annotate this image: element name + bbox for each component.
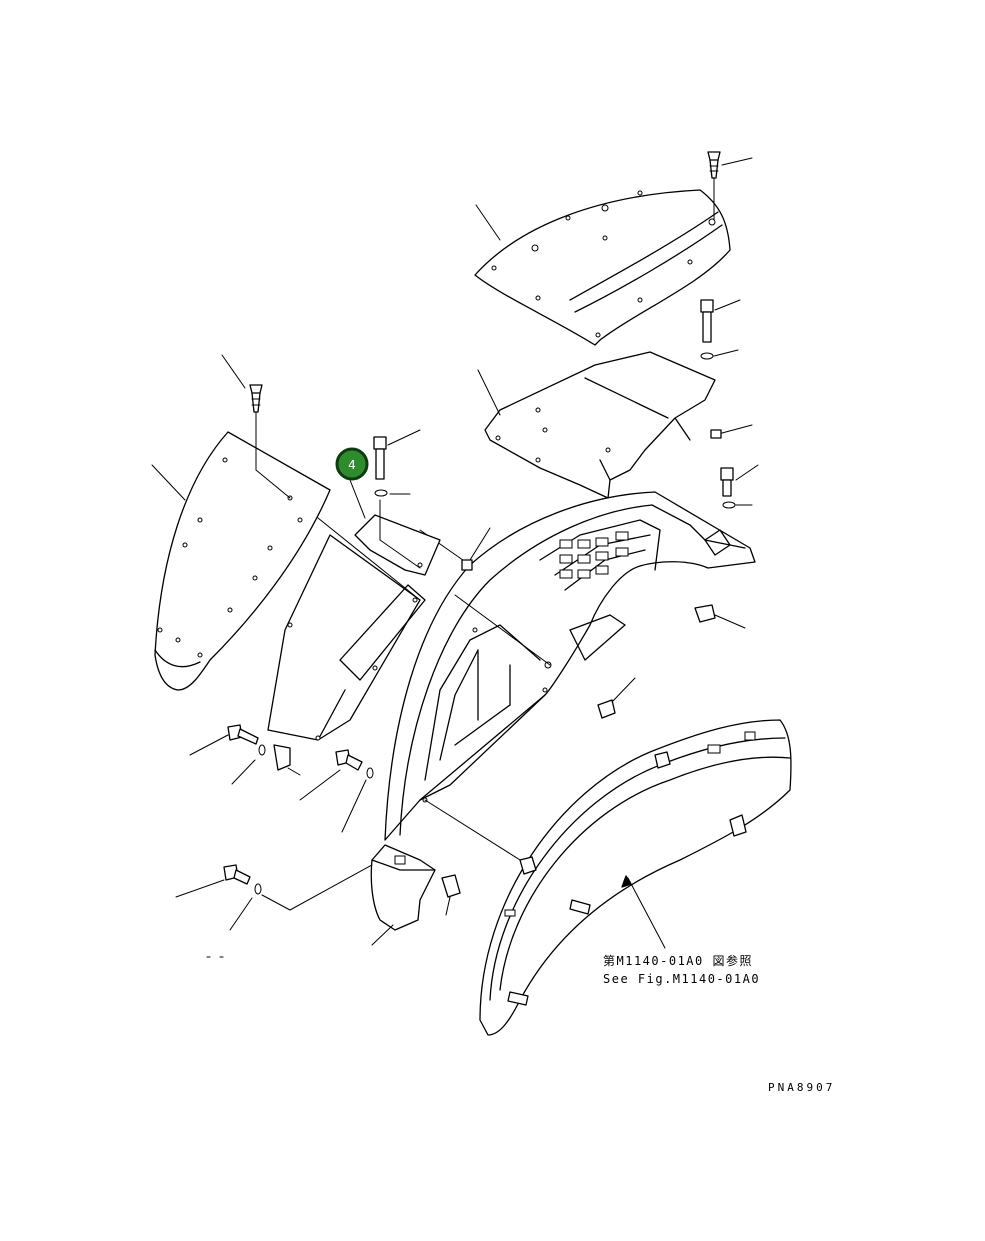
leader-large-fender <box>627 877 666 949</box>
leader-bolt-left-low <box>175 879 225 898</box>
leader-washer-left-mid-2 <box>341 779 367 833</box>
leader-washer-right-upper <box>713 349 739 357</box>
mud-flap <box>370 844 436 931</box>
bolt-left-mid-1 <box>227 724 291 771</box>
drawing-code: PNA8907 <box>768 1081 835 1094</box>
bolt-right-lower <box>720 467 736 509</box>
leader-screw-top-right <box>721 157 753 166</box>
left-side-panel <box>154 431 331 691</box>
screw-top-right <box>707 151 721 221</box>
leader-clip-frame-top <box>469 527 491 561</box>
large-fender <box>479 719 792 1036</box>
leader-middle-cover <box>477 369 501 416</box>
leader-clip-frame-mid <box>611 677 636 703</box>
leader-clip-frame-right <box>714 614 746 629</box>
callout-4[interactable]: 4 <box>335 447 369 481</box>
clip-frame-top <box>461 559 473 571</box>
guide-line-2 <box>317 517 421 601</box>
leader-clip-bottom <box>445 896 451 916</box>
fender-frame <box>384 491 756 841</box>
leader-bolt-left-mid-2 <box>299 769 341 801</box>
screw-left <box>249 384 291 499</box>
leader-top-cover <box>475 204 501 241</box>
clip-bottom <box>441 874 461 898</box>
callout-number: 4 <box>348 458 356 472</box>
leader-mud-flap <box>371 924 394 946</box>
leader-washer-left-mid-1 <box>231 759 256 785</box>
guide-line-3 <box>424 799 529 866</box>
leader-screw-left <box>221 354 246 389</box>
upper-bracket <box>354 514 441 576</box>
bracket-line-mid <box>287 767 301 776</box>
clip-frame-right <box>694 604 716 623</box>
inner-panel <box>267 534 426 741</box>
leader-left-panel <box>151 464 186 501</box>
reference-english: See Fig.M1140-01A0 <box>603 972 760 986</box>
clip-frame-mid <box>597 699 616 719</box>
clip-right-1 <box>710 429 722 439</box>
middle-cover-plate <box>484 351 716 499</box>
leader-washer-left-low <box>229 897 253 931</box>
leader-bolt-left-mid-1 <box>189 734 229 756</box>
leader-clip-right-1 <box>721 424 753 434</box>
bracket-line-low <box>261 854 391 911</box>
reference-japanese: 第M1140-01A0 図参照 <box>603 953 753 968</box>
top-cover-plate <box>474 189 731 346</box>
guide-line-1 <box>454 594 551 666</box>
leader-bolt-right-upper <box>714 299 741 311</box>
bolt-left-mid-2 <box>335 749 374 779</box>
bolt-right-upper <box>700 299 714 360</box>
arrow-head <box>621 875 632 888</box>
bolt-callout <box>373 436 421 569</box>
leader-bolt-callout <box>387 429 421 446</box>
leader-callout <box>349 479 366 519</box>
bolt-left-low <box>223 864 262 895</box>
leader-bolt-right-lower <box>735 464 759 481</box>
